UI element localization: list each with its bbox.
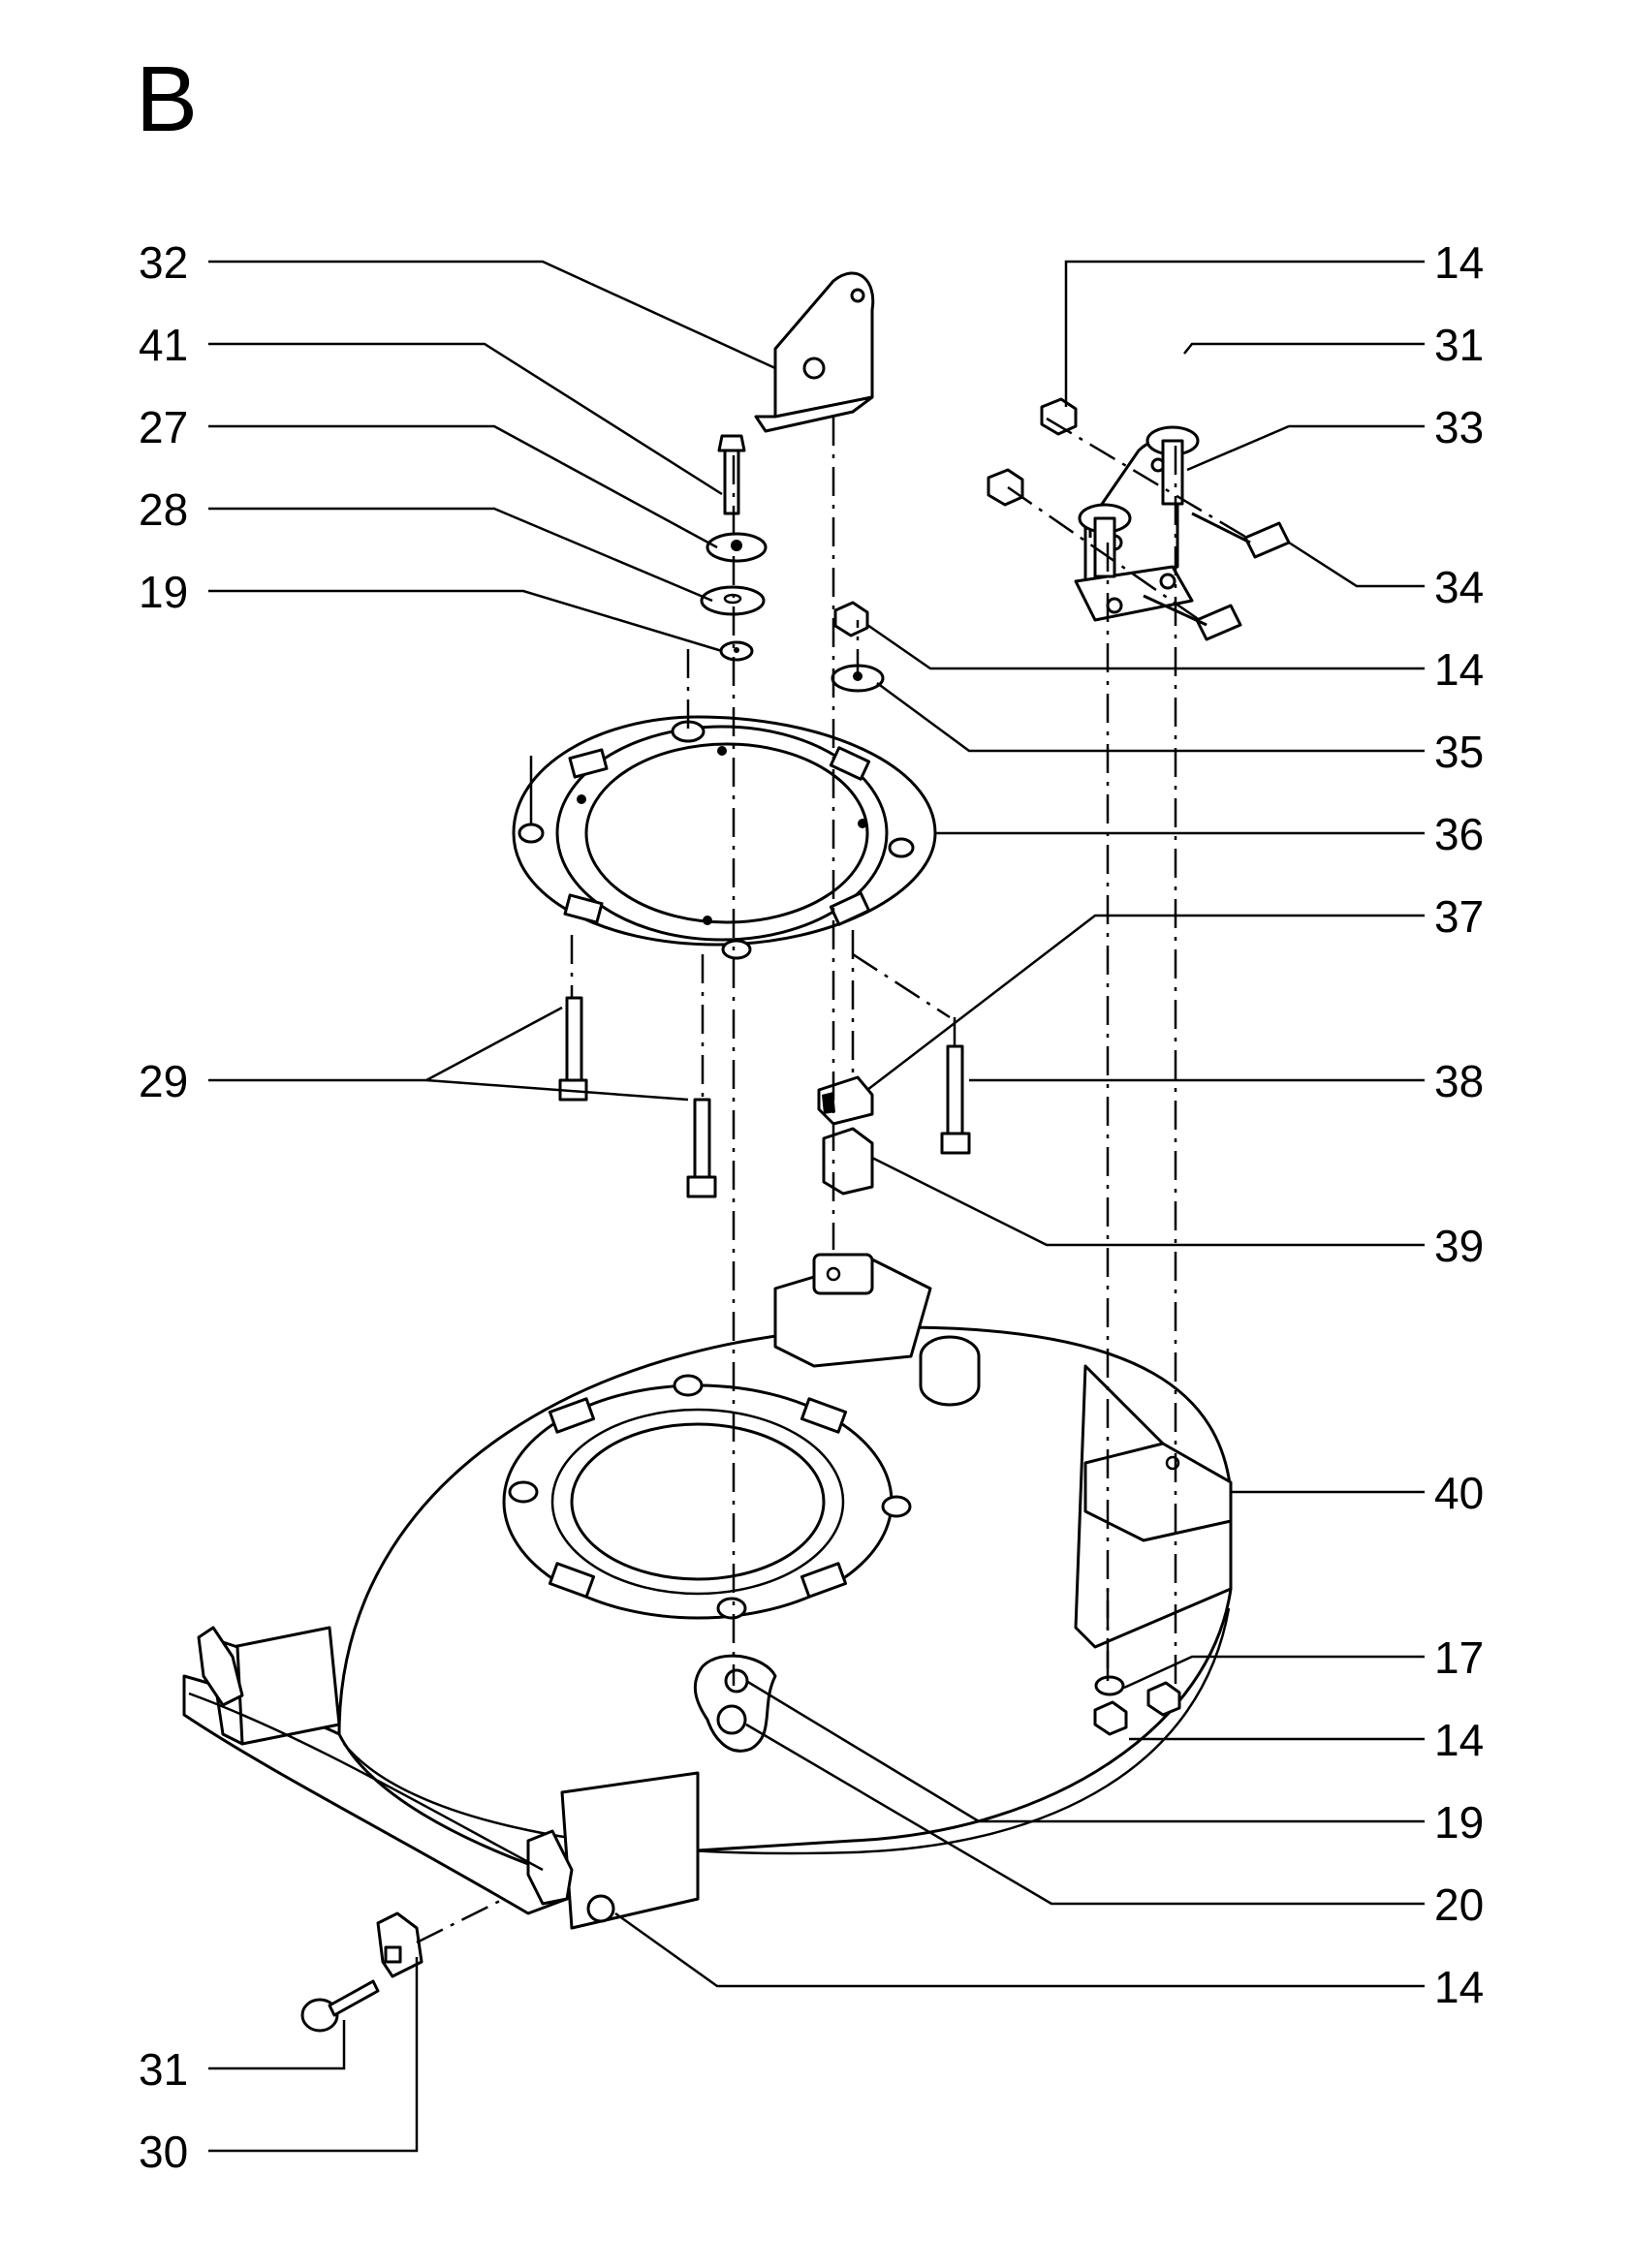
- label-14-a: 14: [1434, 237, 1484, 288]
- label-38: 38: [1434, 1056, 1484, 1106]
- clip-37: [817, 1075, 874, 1126]
- label-31-top: 31: [1434, 320, 1484, 370]
- carriage-bolt-31-bottom: [300, 1979, 380, 2033]
- label-37: 37: [1434, 891, 1484, 942]
- label-36: 36: [1434, 809, 1484, 859]
- label-17: 17: [1434, 1632, 1484, 1683]
- nuts-bottom-right: [1093, 1675, 1181, 1736]
- label-32: 32: [139, 237, 188, 288]
- bolt-38: [940, 1044, 971, 1155]
- assembly-axes: [416, 417, 1251, 1944]
- block-39: [822, 1127, 874, 1196]
- label-20: 20: [1434, 1880, 1484, 1930]
- label-27: 27: [139, 402, 188, 452]
- label-14-b: 14: [1434, 644, 1484, 695]
- section-letter: B: [136, 47, 198, 151]
- label-28: 28: [139, 484, 188, 535]
- label-39: 39: [1434, 1221, 1484, 1271]
- label-29: 29: [139, 1056, 188, 1106]
- label-34: 34: [1434, 562, 1484, 612]
- bolts-29: [558, 996, 717, 1198]
- mower-deck: [182, 1253, 1233, 1930]
- label-40: 40: [1434, 1468, 1484, 1518]
- label-14-c: 14: [1434, 1715, 1484, 1765]
- label-30: 30: [139, 2127, 188, 2177]
- nuts-top-right: [987, 397, 1078, 507]
- motor-plate: [512, 715, 937, 960]
- bracket-32: [754, 271, 875, 433]
- label-31-bottom: 31: [139, 2044, 188, 2095]
- label-19-bottom: 19: [1434, 1797, 1484, 1848]
- center-fastener-stack: [700, 434, 768, 662]
- label-14-d: 14: [1434, 1962, 1484, 2012]
- label-41: 41: [139, 320, 188, 370]
- labels-left: 32 41 27 28 19 29 31 30: [139, 237, 188, 2177]
- leader-lines-right: [614, 260, 1425, 1988]
- clip-30: [376, 1911, 423, 1978]
- label-35: 35: [1434, 727, 1484, 777]
- labels-right: 14 31 33 34 14 35 36 37 38 39 40 17 14 1…: [1434, 237, 1484, 2012]
- label-19-top: 19: [139, 567, 188, 617]
- leader-lines-left: [208, 260, 776, 2153]
- label-33: 33: [1434, 402, 1484, 452]
- carriage-bolt-31-top: [1078, 425, 1200, 578]
